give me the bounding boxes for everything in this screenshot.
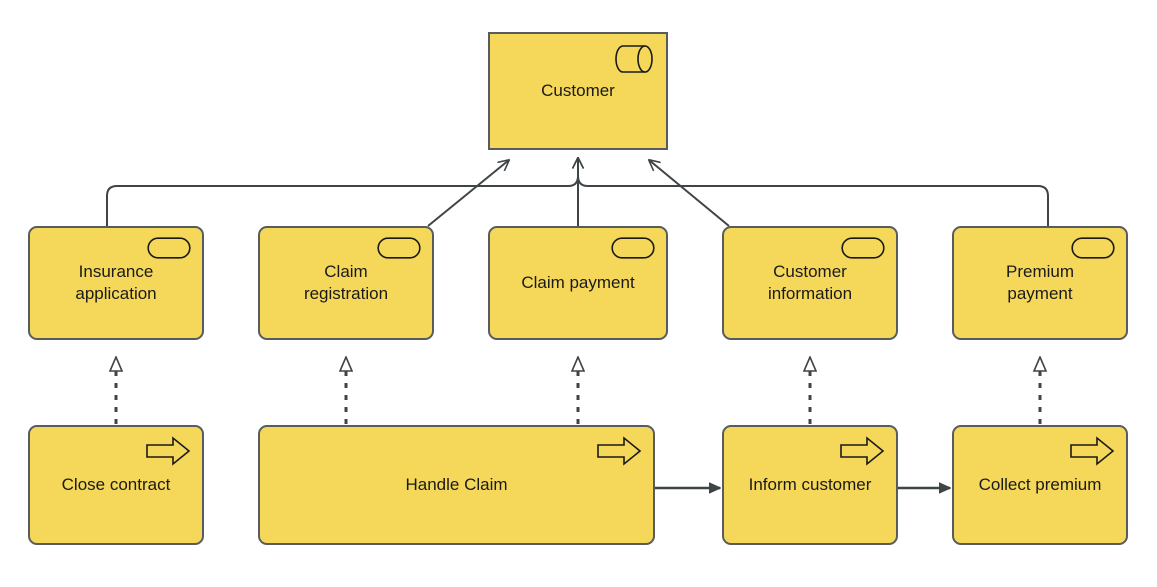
node-insurance-application[interactable]: Insurance application: [28, 226, 204, 340]
node-customer-information[interactable]: Customer information: [722, 226, 898, 340]
node-premium-payment[interactable]: Premium payment: [952, 226, 1128, 340]
node-claim-payment[interactable]: Claim payment: [488, 226, 668, 340]
business-service-icon: [841, 237, 885, 264]
business-process-icon: [1069, 436, 1115, 471]
node-collect-premium[interactable]: Collect premium: [952, 425, 1128, 545]
business-process-icon: [145, 436, 191, 471]
business-service-icon: [147, 237, 191, 264]
node-label: Inform customer: [748, 475, 872, 494]
node-close-contract[interactable]: Close contract: [28, 425, 204, 545]
node-label: Close contract: [61, 475, 171, 494]
node-label: Customer: [541, 81, 615, 100]
business-service-icon: [611, 237, 655, 264]
relationship-customer-information-to-customer: [649, 160, 730, 227]
node-label: Handle Claim: [405, 475, 508, 494]
node-label: Customer information: [767, 262, 853, 303]
node-label: Collect premium: [978, 475, 1102, 494]
node-inform-customer[interactable]: Inform customer: [722, 425, 898, 545]
business-process-icon: [839, 436, 885, 471]
business-object-icon: [613, 43, 655, 80]
business-process-icon: [596, 436, 642, 471]
node-label: Premium payment: [1005, 262, 1074, 303]
relationship-premium-payment-to-customer: [577, 158, 1049, 226]
node-claim-registration[interactable]: Claim registration: [258, 226, 434, 340]
node-handle-claim[interactable]: Handle Claim: [258, 425, 655, 545]
node-customer[interactable]: Customer: [488, 32, 668, 150]
node-label: Claim registration: [303, 262, 389, 303]
business-service-icon: [1071, 237, 1115, 264]
business-service-icon: [377, 237, 421, 264]
node-label: Insurance application: [75, 262, 157, 303]
relationship-claim-registration-to-customer: [427, 160, 509, 227]
node-label: Claim payment: [521, 273, 635, 292]
relationship-insurance-application-to-customer: [106, 158, 578, 226]
